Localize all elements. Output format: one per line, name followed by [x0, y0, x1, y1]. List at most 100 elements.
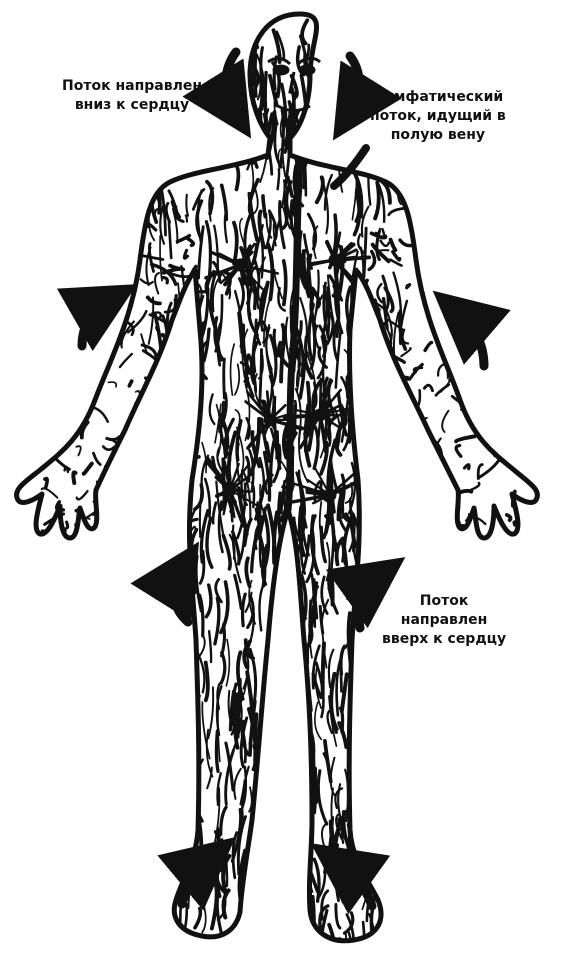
lymph-vessel: [184, 937, 189, 962]
lymph-vessel: [514, 228, 532, 238]
arrow-arm-left: [82, 302, 106, 346]
label-line: направлен: [382, 611, 506, 630]
lymph-vessel: [465, 365, 467, 370]
lymph-vessel: [67, 192, 71, 211]
lymph-vessel: [190, 378, 196, 414]
lymph-vessel: [42, 292, 69, 301]
lymph-vessel: [497, 277, 504, 286]
lymph-vessel: [42, 262, 51, 268]
lymph-vessel: [355, 324, 360, 374]
lymph-vessel: [374, 637, 377, 658]
lymph-vessel: [384, 367, 390, 384]
lymph-vessel: [269, 676, 276, 713]
lymph-vessel: [156, 327, 157, 330]
lymph-vessel: [189, 335, 194, 342]
lymph-vessel: [282, 731, 286, 772]
lymph-vessel: [181, 697, 187, 728]
lymph-node: [234, 259, 246, 271]
lymph-vessel: [292, 616, 296, 636]
lymph-vessel: [360, 412, 372, 430]
lymph-vessel: [352, 328, 371, 346]
lymph-vessel: [456, 287, 458, 304]
lymph-vessel: [507, 247, 512, 257]
lymph-vessel: [388, 526, 391, 560]
lymph-vessel: [97, 229, 101, 236]
lymph-vessel: [531, 379, 540, 383]
lymph-vessel: [278, 558, 284, 613]
lymph-vessel: [91, 328, 101, 341]
lymph-vessel: [356, 358, 371, 379]
lymph-node: [264, 414, 276, 426]
lymph-vessel: [367, 712, 373, 738]
lymph-vessel: [494, 327, 513, 335]
lymph-vessel: [84, 213, 92, 226]
lymph-vessel: [178, 930, 182, 962]
lymph-vessel: [256, 811, 262, 840]
lymph-vessel: [388, 474, 407, 492]
label-flow-up-to-heart: Поток направлен вверх к сердцу: [382, 592, 506, 649]
lymph-vessel: [460, 354, 465, 358]
lymph-vessel: [431, 533, 452, 544]
lymph-vessel: [519, 384, 525, 387]
lymph-vessel: [361, 795, 364, 843]
lymph-vessel: [456, 334, 465, 341]
lymph-vessel: [373, 748, 378, 805]
lymph-vessel: [290, 824, 298, 875]
lymph-vessel: [389, 545, 390, 577]
lymph-vessel: [261, 760, 265, 803]
lymph-vessel: [27, 398, 38, 411]
lymph-vessel: [276, 789, 280, 835]
lymph-vessel: [402, 499, 413, 500]
lymph-vessel: [359, 364, 363, 406]
lymph-vessel: [367, 670, 372, 698]
lymph-vessel: [25, 267, 51, 283]
lymph-vessel: [288, 720, 295, 774]
lymph-vessel: [296, 649, 297, 698]
lymph-vessel: [131, 431, 139, 438]
lymph-vessel: [386, 509, 389, 514]
lymph-vessel: [181, 842, 189, 866]
lymph-vessel: [363, 838, 369, 873]
lymph-vessel: [464, 243, 467, 244]
lymph-vessel: [268, 746, 271, 785]
lymph-vessel: [509, 364, 515, 365]
lymph-vessel: [365, 667, 370, 685]
lymph-vessel: [183, 685, 186, 741]
lymph-vessel: [283, 568, 286, 625]
lymph-vessel: [284, 261, 286, 305]
lymph-vessel: [68, 258, 73, 261]
lymph-vessel: [369, 613, 374, 635]
lymph-vessel: [259, 879, 266, 912]
lymph-vessel: [476, 301, 493, 315]
lymph-vessel: [123, 519, 135, 529]
lymph-vessel: [379, 536, 388, 563]
lymph-vessel: [32, 231, 37, 237]
lymph-vessel: [282, 899, 289, 937]
lymph-vessel: [517, 354, 524, 357]
lymph-vessel: [276, 800, 277, 820]
lymph-vessel: [501, 387, 513, 405]
lymph-vessel: [172, 336, 179, 337]
lymph-vessel: [47, 240, 50, 253]
lymph-vessel: [59, 390, 62, 393]
lymph-vessel: [122, 451, 132, 460]
lymph-vessel: [468, 310, 484, 312]
lymph-vessel: [290, 886, 293, 932]
lymph-vessel: [438, 533, 455, 545]
lymph-vessel: [279, 712, 283, 739]
lymph-vessel: [373, 618, 379, 667]
label-line: поток, идущий в: [370, 107, 506, 126]
lymph-vessel: [346, 934, 347, 962]
lymph-vessel: [273, 923, 275, 947]
lymph-vessel: [405, 494, 409, 502]
lymph-vessel: [383, 685, 387, 704]
lymph-vessel: [179, 326, 185, 383]
lymph-vessel: [299, 730, 301, 782]
lymph-vessel: [387, 939, 394, 962]
lymph-vessel: [354, 780, 356, 821]
lymph-vessel: [176, 460, 186, 462]
lymph-vessel: [471, 277, 479, 296]
lymph-vessel: [292, 929, 296, 962]
lymph-vessel: [172, 433, 178, 455]
lymph-vessel: [290, 857, 294, 912]
